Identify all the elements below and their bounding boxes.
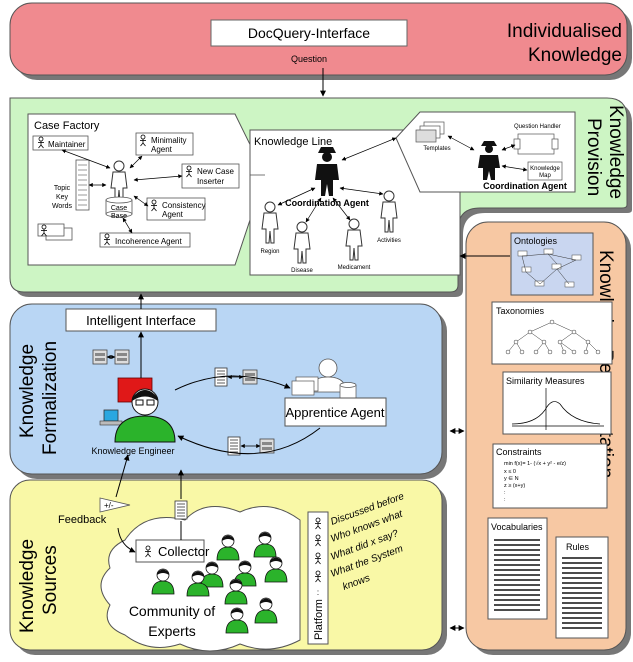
templates-icon bbox=[415, 121, 445, 143]
platform-box: : bbox=[307, 511, 329, 645]
docquery-interface-box[interactable] bbox=[210, 19, 408, 47]
minimality-agent-label-2: Agent bbox=[151, 145, 173, 154]
case-factory: Case Factory Maintainer Minimality Agent… bbox=[27, 113, 266, 266]
rules-panel: Rules bbox=[555, 536, 609, 639]
sources-to-engineer-arrow bbox=[115, 454, 130, 498]
feedback-label: Feedback bbox=[58, 514, 107, 526]
svg-text::: : bbox=[317, 588, 319, 597]
constraint-line-1: min f(x)= 1- (√x + y² - e/z) bbox=[504, 460, 566, 467]
apprentice-agent-label: Apprentice Agent bbox=[285, 405, 384, 420]
knowledge-provision-title-line1: Knowledge bbox=[605, 105, 626, 199]
constraint-line-2: x ≤ 0 bbox=[504, 469, 516, 475]
constraint-line-5: : bbox=[504, 490, 506, 496]
maintainer-label: Maintainer bbox=[48, 140, 86, 149]
topic-key-words-list bbox=[75, 159, 90, 211]
constraints-panel: Constraints min f(x)= 1- (√x + y² - e/z)… bbox=[492, 443, 608, 509]
knowledge-title: Knowledge bbox=[528, 45, 622, 66]
intelligent-interface-label: Intelligent Interface bbox=[86, 313, 196, 328]
maintainer-box[interactable] bbox=[32, 135, 89, 151]
case-base-label-2: Base bbox=[111, 213, 127, 220]
qh-coordination-agent-label: Coordination Agent bbox=[483, 181, 567, 191]
ontologies-label: Ontologies bbox=[514, 236, 558, 246]
question-label: Question bbox=[291, 54, 327, 64]
vocabularies-label: Vocabularies bbox=[491, 522, 543, 532]
apprentice-documents-icon bbox=[291, 376, 319, 396]
apprentice-database-icon bbox=[339, 382, 357, 400]
plus-minus-label: +/- bbox=[104, 501, 114, 510]
collector-box[interactable] bbox=[135, 539, 205, 563]
constraints-label: Constraints bbox=[496, 447, 542, 457]
apprentice-agent-group: Apprentice Agent bbox=[284, 358, 387, 427]
knowledge-map-label-2: Map bbox=[539, 173, 551, 179]
taxonomies-label: Taxonomies bbox=[496, 306, 545, 316]
coordination-agent-label: Coordination Agent bbox=[285, 198, 369, 208]
incoherence-agent-label: Incoherence Agent bbox=[115, 237, 182, 246]
sources-title-line1: Knowledge bbox=[17, 539, 38, 633]
feedback-arrow bbox=[117, 527, 136, 553]
coordination-agent-icon bbox=[315, 147, 339, 196]
individualised-knowledge-layer: DocQuery-Interface Question Individualis… bbox=[9, 2, 628, 76]
topic-label-2: Key bbox=[56, 194, 69, 201]
consistency-agent-label-1: Consistency bbox=[162, 201, 206, 210]
stacked-boxes-icon bbox=[37, 223, 73, 241]
topic-label-1: Topic bbox=[54, 185, 71, 192]
similarity-measures-label: Similarity Measures bbox=[506, 376, 585, 386]
region-label: Region bbox=[260, 249, 279, 255]
activities-label: Activities bbox=[377, 238, 401, 244]
question-handler-panel: Question Handler Templates Coordination … bbox=[341, 111, 576, 193]
knowledge-line-title: Knowledge Line bbox=[254, 136, 332, 148]
question-handler-label: Question Handler bbox=[514, 124, 561, 130]
sources-title-line2: Sources bbox=[40, 545, 61, 615]
minimality-agent-label-1: Minimality bbox=[151, 136, 187, 145]
plus-minus-flag bbox=[99, 497, 131, 513]
ontologies-panel: Ontologies bbox=[510, 232, 594, 296]
knowledge-provision-title-line2: Provision bbox=[583, 118, 604, 196]
interface-doc-icon bbox=[92, 349, 108, 365]
case-base-database-icon bbox=[105, 196, 133, 218]
knowledge-engineer-figure bbox=[99, 377, 176, 443]
rules-label: Rules bbox=[566, 542, 590, 552]
constraint-line-3: y ∈ N bbox=[504, 475, 519, 482]
platform-label: Platform bbox=[313, 599, 325, 640]
computer-icon bbox=[103, 409, 119, 422]
case-base-label-1: Case bbox=[111, 205, 127, 212]
minimality-agent-box[interactable] bbox=[135, 132, 194, 156]
incoherence-agent-box[interactable] bbox=[99, 232, 191, 248]
docquery-interface-label: DocQuery-Interface bbox=[248, 25, 370, 41]
engineer-to-apprentice-arrow bbox=[174, 375, 291, 391]
question-handler-agent-icon bbox=[478, 141, 500, 180]
case-factory-title: Case Factory bbox=[34, 120, 100, 132]
new-case-inserter-label-2: Inserter bbox=[197, 177, 224, 186]
community-label-1: Community of bbox=[129, 603, 215, 619]
knowledge-map-box[interactable] bbox=[527, 161, 563, 181]
collector-doc-icon bbox=[174, 500, 188, 520]
knowledge-map-label-1: Knowledge bbox=[530, 166, 560, 172]
collector-label: Collector bbox=[158, 544, 210, 559]
formalization-title-line1: Knowledge bbox=[17, 344, 38, 438]
constraint-line-6: : bbox=[504, 497, 506, 503]
similarity-measures-panel: Similarity Measures bbox=[502, 371, 612, 435]
apprentice-agent-box[interactable] bbox=[284, 397, 387, 427]
templates-label: Templates bbox=[423, 146, 450, 152]
disease-label: Disease bbox=[291, 268, 313, 274]
taxonomies-panel: Taxonomies bbox=[491, 301, 613, 365]
apprentice-to-engineer-arrow bbox=[177, 427, 321, 455]
community-label-2: Experts bbox=[148, 623, 195, 639]
individualised-title: Individualised bbox=[507, 21, 622, 42]
constraint-line-4: z ≥ (x+y) bbox=[504, 483, 525, 489]
interface-doc-icon-2 bbox=[114, 349, 130, 365]
consistency-agent-box[interactable] bbox=[146, 197, 206, 221]
medicament-label: Medicament bbox=[338, 265, 371, 271]
knowledge-engineer-label: Knowledge Engineer bbox=[91, 446, 174, 456]
question-handler-icon bbox=[513, 133, 559, 155]
topic-label-3: Words bbox=[52, 203, 73, 210]
new-case-inserter-label-1: New Case bbox=[197, 167, 234, 176]
consistency-agent-label-2: Agent bbox=[162, 210, 184, 219]
vocabularies-panel: Vocabularies bbox=[487, 517, 548, 620]
formalization-title-line2: Formalization bbox=[40, 341, 61, 455]
